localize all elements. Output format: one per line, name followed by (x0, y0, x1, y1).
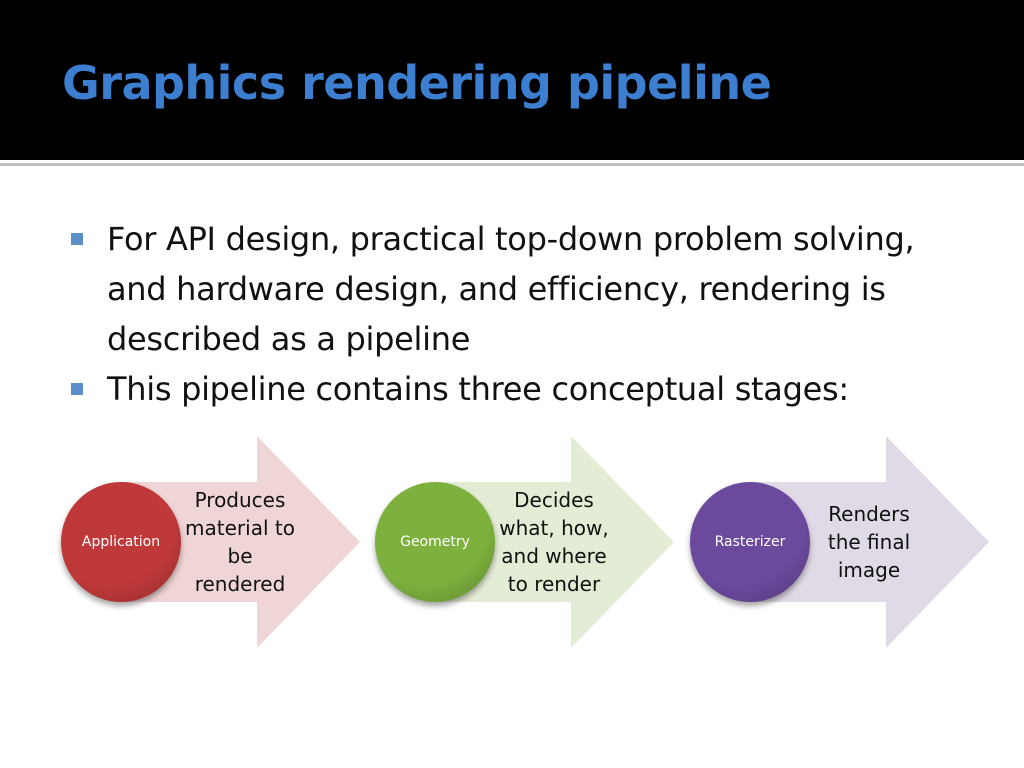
stage-arrow-shape (121, 436, 360, 648)
title-divider (0, 163, 1024, 166)
stage-circle-geometry: Geometry (375, 482, 495, 602)
stage-circle-application: Application (61, 482, 181, 602)
bullet-square-icon (71, 383, 83, 395)
title-bar (0, 0, 1024, 160)
stage-arrow-shape (750, 436, 989, 648)
bullet-square-icon (71, 233, 83, 245)
bullet-item: For API design, practical top-down probl… (70, 214, 970, 364)
bullet-text: For API design, practical top-down probl… (107, 220, 915, 358)
stage-arrow-shape (435, 436, 674, 648)
bullet-text: This pipeline contains three conceptual … (107, 370, 849, 408)
stage-rasterizer: Rasterizer Renders the final image (690, 436, 990, 648)
bullet-list: For API design, practical top-down probl… (70, 214, 970, 414)
stage-circle-rasterizer: Rasterizer (690, 482, 810, 602)
stage-application: Application Produces material to be rend… (61, 436, 361, 648)
slide-title: Graphics rendering pipeline (62, 56, 772, 110)
stage-geometry: Geometry Decides what, how, and where to… (375, 436, 675, 648)
stage-description: Renders the final image (827, 502, 911, 582)
stage-description: Produces material to be rendered (185, 488, 295, 596)
bullet-item: This pipeline contains three conceptual … (70, 364, 970, 414)
stage-description: Decides what, how, and where to render (499, 488, 609, 596)
